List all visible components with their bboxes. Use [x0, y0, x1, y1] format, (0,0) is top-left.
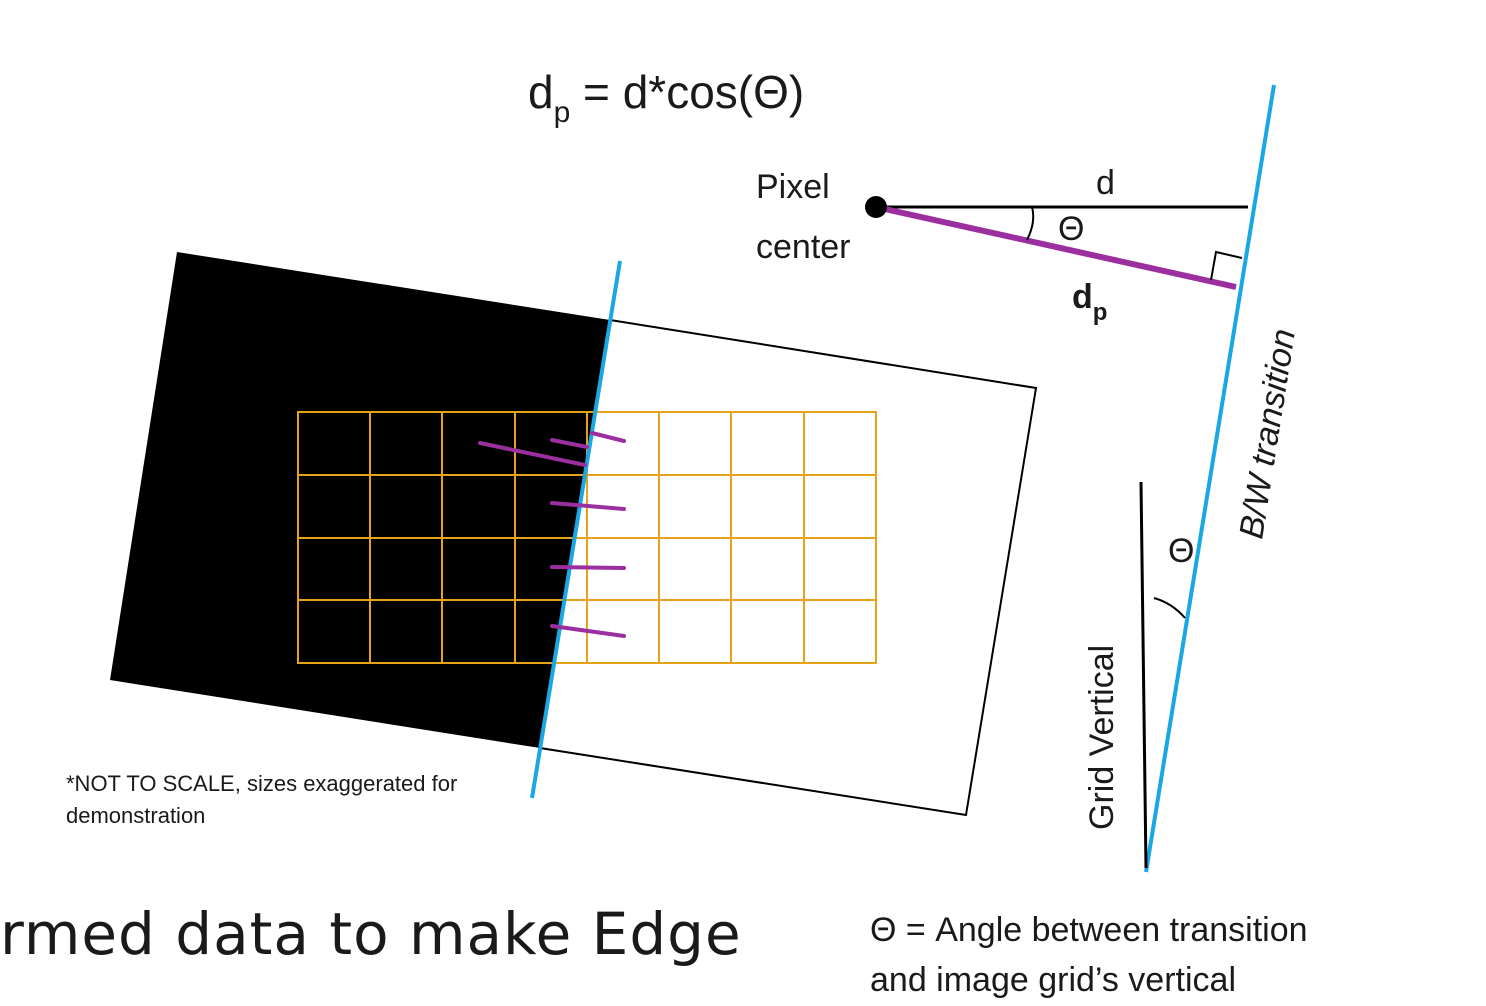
- grid-vertical-line: [1139, 481, 1148, 869]
- bw-transition-line: [1144, 84, 1276, 873]
- theta-definition-line2: and image grid’s vertical: [870, 961, 1236, 999]
- d-label: d: [1096, 164, 1115, 202]
- formula: dp = d*cos(Θ): [528, 66, 804, 129]
- theta-label-top: Θ: [1058, 210, 1084, 248]
- bottom-left-partial-text: rmed data to make Edge: [0, 900, 742, 968]
- theta-definition-line1: Θ = Angle between transition: [870, 911, 1308, 949]
- not-to-scale-note: *NOT TO SCALE, sizes exaggerated for dem…: [66, 771, 458, 828]
- grid-vertical-label: Grid Vertical: [1083, 645, 1121, 830]
- target-edge-line: [530, 260, 622, 799]
- theta-label-bottom: Θ: [1168, 532, 1194, 570]
- right-angle-marker: [1210, 250, 1243, 281]
- theta-definition: Θ = Angle between transition and image g…: [870, 905, 1480, 1005]
- pixel-grid: [297, 411, 877, 664]
- theta-arc-top: [1026, 206, 1035, 241]
- dp-label: dp: [1072, 278, 1107, 326]
- pixel-center-label-line1: Pixel: [756, 168, 830, 206]
- black-region: [110, 252, 610, 748]
- pixel-center-label-line2: center: [756, 228, 851, 266]
- distance-dp-line: [875, 204, 1237, 290]
- pixel-center-dot: [865, 196, 887, 218]
- theta-arc-bottom: [1153, 597, 1186, 619]
- projection-segments: [478, 431, 626, 638]
- bw-transition-label: B/W transition: [1232, 326, 1303, 541]
